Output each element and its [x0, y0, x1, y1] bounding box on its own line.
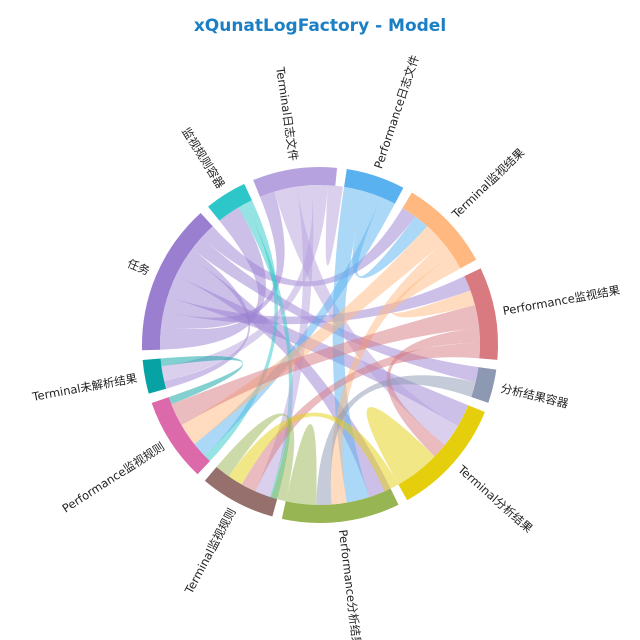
chord-arc-group-2[interactable]: [344, 169, 404, 204]
chord-label-group-4: Performance监视结果: [502, 283, 622, 318]
chord-ribbon-23[interactable]: [316, 375, 476, 505]
chord-arc-group-11[interactable]: [142, 212, 213, 351]
chord-ribbon-22[interactable]: [241, 343, 481, 492]
chord-ribbon-21[interactable]: [386, 327, 480, 457]
chord-ribbon-20[interactable]: [171, 305, 480, 426]
chord-ribbons: [160, 185, 481, 505]
chord-ribbon-7[interactable]: [201, 207, 416, 287]
chord-arc-group-10[interactable]: [142, 358, 167, 394]
chord-label-group-7: Performance分析结果: [336, 529, 364, 640]
chord-arc-group-3[interactable]: [402, 192, 477, 269]
chord-arc-group-7[interactable]: [281, 488, 399, 523]
chart-title: xQunatLogFactory - Model: [193, 16, 447, 36]
chord-label-group-10: Terminal未解析结果: [30, 371, 138, 404]
chord-ribbon-12[interactable]: [161, 185, 328, 382]
chord-ribbon-6[interactable]: [192, 237, 479, 383]
chord-ribbon-27[interactable]: [216, 413, 295, 502]
chord-ribbon-28[interactable]: [160, 355, 244, 405]
chord-label-group-3: Terminal监视结果: [448, 145, 527, 222]
chord-arc-group-6[interactable]: [398, 405, 485, 501]
chord-ribbon-2[interactable]: [163, 276, 471, 325]
chord-ribbon-15[interactable]: [352, 191, 428, 279]
chord-label-group-11: 任务: [125, 256, 152, 278]
chord-ribbon-16[interactable]: [194, 197, 395, 456]
chord-arc-group-5[interactable]: [471, 367, 497, 403]
chord-label-group-5: 分析结果容器: [499, 381, 570, 411]
chord-arc-group-0[interactable]: [208, 183, 252, 221]
chord-ribbon-1[interactable]: [161, 191, 285, 329]
chord-ribbon-13[interactable]: [325, 185, 343, 266]
chord-label-group-6: Terminal分析结果: [454, 462, 535, 536]
chord-label-group-2: Performance日志文件: [371, 53, 422, 170]
chord-ribbon-19[interactable]: [391, 255, 475, 318]
chord-label-group-9: Performance监视规则: [60, 439, 168, 515]
chord-arcs: [142, 167, 498, 523]
chord-label-group-1: Terminal日志文件: [273, 65, 301, 162]
chord-ribbon-25[interactable]: [228, 412, 399, 492]
chord-ribbon-24[interactable]: [366, 406, 435, 485]
chord-ribbon-10[interactable]: [274, 186, 459, 445]
chord-arc-group-1[interactable]: [253, 167, 338, 197]
chord-ribbon-26[interactable]: [285, 424, 317, 505]
chord-label-group-0: 监视规则容器: [179, 125, 228, 191]
chord-arc-group-8[interactable]: [204, 467, 278, 517]
chord-arc-group-4[interactable]: [464, 268, 498, 360]
chord-label-group-8: Terminal监视规则: [182, 506, 239, 597]
chord-ribbon-0[interactable]: [160, 207, 266, 350]
chord-ribbon-5[interactable]: [164, 248, 251, 389]
chord-ribbon-4[interactable]: [176, 255, 391, 498]
chord-arc-group-9[interactable]: [151, 397, 210, 475]
